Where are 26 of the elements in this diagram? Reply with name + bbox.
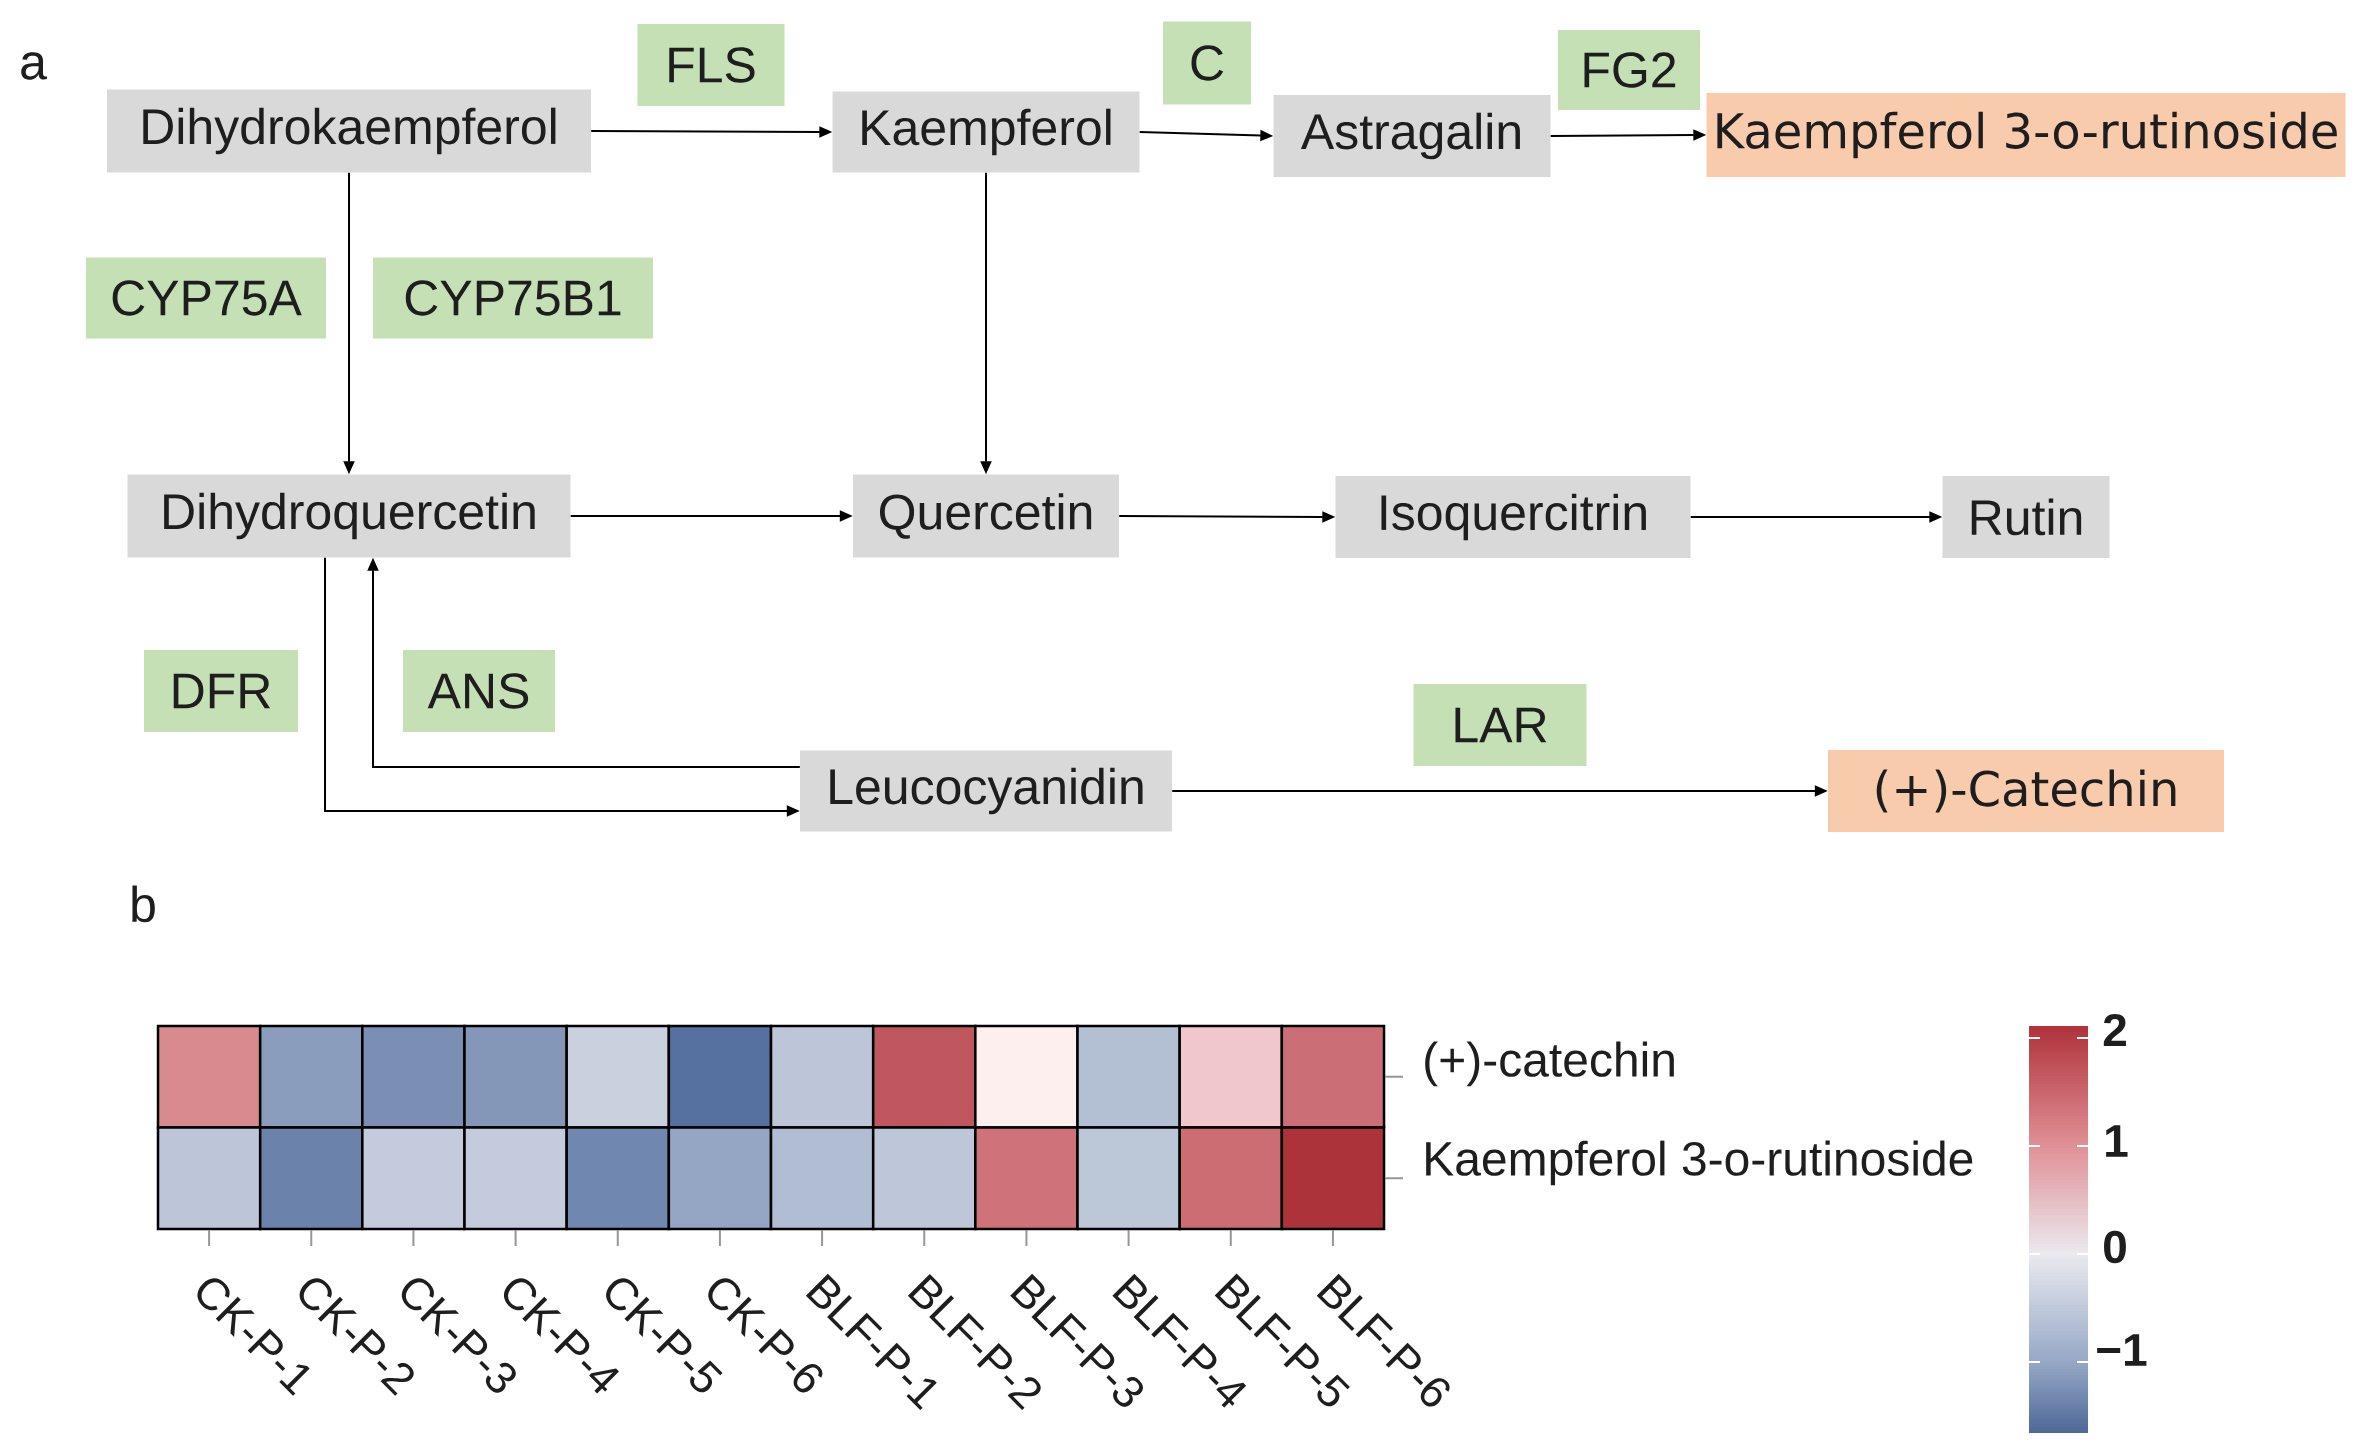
- compound-box: Quercetin: [853, 474, 1119, 558]
- compound-box: Astragalin: [1273, 95, 1551, 177]
- scale-value: 2: [2103, 1013, 2126, 1047]
- enzyme-box: ANS: [403, 650, 555, 732]
- enzyme-box: FG2: [1558, 30, 1700, 110]
- panel-label: b: [132, 885, 155, 923]
- enzyme-box: CYP75B1: [373, 257, 653, 339]
- enzyme-box: FLS: [637, 24, 785, 106]
- scale-value: 1: [2106, 1125, 2128, 1157]
- compound-box: Rutin: [1942, 476, 2110, 558]
- compound-box: Kaempferol: [832, 91, 1140, 173]
- scale-value: 0: [2104, 1230, 2126, 1264]
- enzyme-box: C: [1163, 21, 1251, 105]
- scale-value: −1: [2097, 1334, 2147, 1366]
- row-label: (+)-catechin: [1425, 1041, 1674, 1087]
- enzyme-box: LAR: [1413, 684, 1587, 766]
- row-label: Kaempferol 3-o-rutinoside: [1426, 1140, 1973, 1186]
- product-box: (+)-Catechin: [1828, 750, 2224, 832]
- panel-label: a: [21, 52, 47, 80]
- enzyme-box: DFR: [144, 650, 298, 732]
- compound-box: Isoquercitrin: [1335, 476, 1691, 558]
- compound-box: Dihydrokaempferol: [107, 89, 591, 173]
- enzyme-box: CYP75A: [86, 257, 326, 339]
- compound-box: Dihydroquercetin: [127, 474, 571, 558]
- compound-box: Leucocyanidin: [800, 750, 1172, 832]
- product-box: Kaempferol 3-o-rutinoside: [1706, 93, 2346, 177]
